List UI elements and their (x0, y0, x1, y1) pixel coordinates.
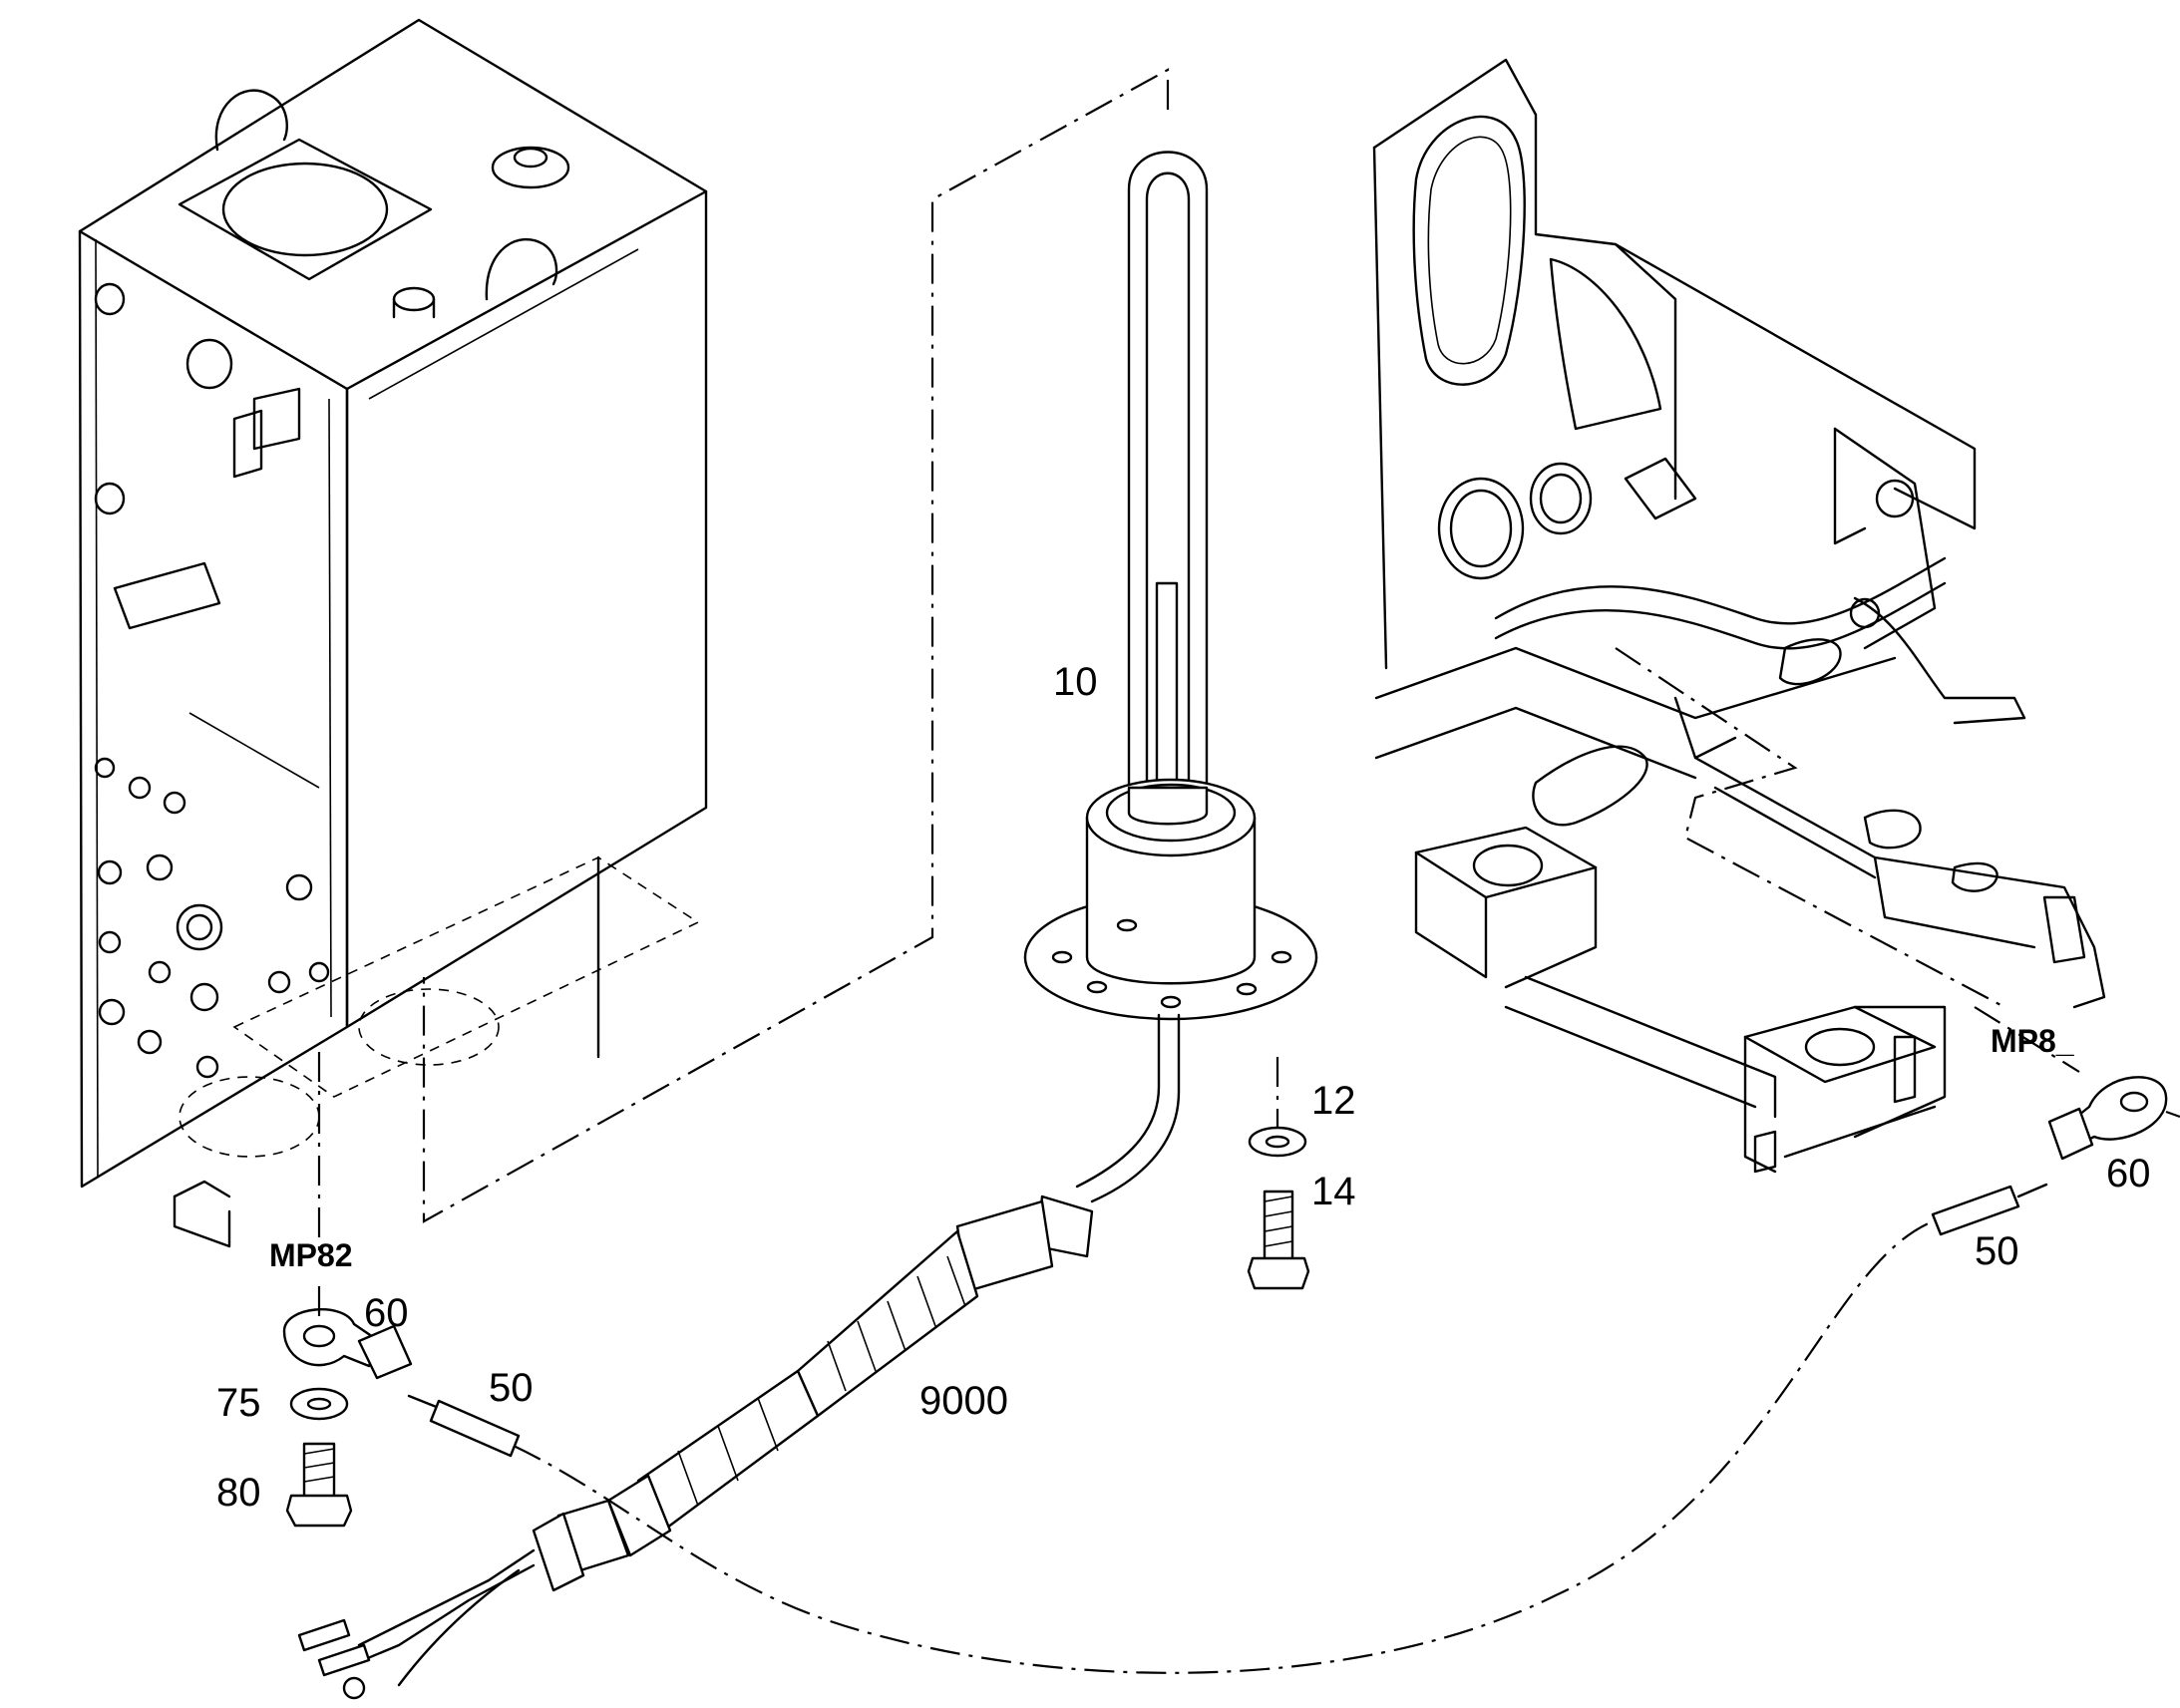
ring-terminal-right (2047, 1076, 2168, 1161)
callouts: 10 12 14 9000 60 50 75 80 50 60 MP82 MP8… (216, 660, 2151, 1515)
cable-harness (297, 1195, 1094, 1700)
callout-14: 14 (1311, 1170, 1356, 1213)
bolt-80 (285, 1442, 353, 1528)
sleeve-right (1931, 1183, 2048, 1236)
washer-12 (1248, 1126, 1307, 1158)
washer-75 (289, 1387, 349, 1421)
callout-75: 75 (216, 1381, 261, 1425)
callout-80: 80 (216, 1471, 261, 1515)
heating-element (1023, 151, 1318, 1203)
reference-mp8: MP8_ (1991, 1023, 2075, 1059)
machine-frame (1372, 58, 2106, 1174)
callout-60-left: 60 (364, 1291, 409, 1335)
callout-50-left: 50 (489, 1366, 534, 1410)
callout-9000: 9000 (919, 1379, 1008, 1423)
bolt-14 (1247, 1190, 1310, 1290)
tank-housing (78, 18, 708, 1248)
reference-mp82: MP82 (269, 1237, 353, 1273)
callout-50-right: 50 (1975, 1229, 2019, 1273)
callout-60-right: 60 (2106, 1152, 2151, 1196)
assembly-lines (317, 68, 2180, 1674)
callout-12: 12 (1311, 1079, 1356, 1123)
callout-10: 10 (1053, 660, 1098, 704)
sleeve-left (407, 1394, 521, 1458)
